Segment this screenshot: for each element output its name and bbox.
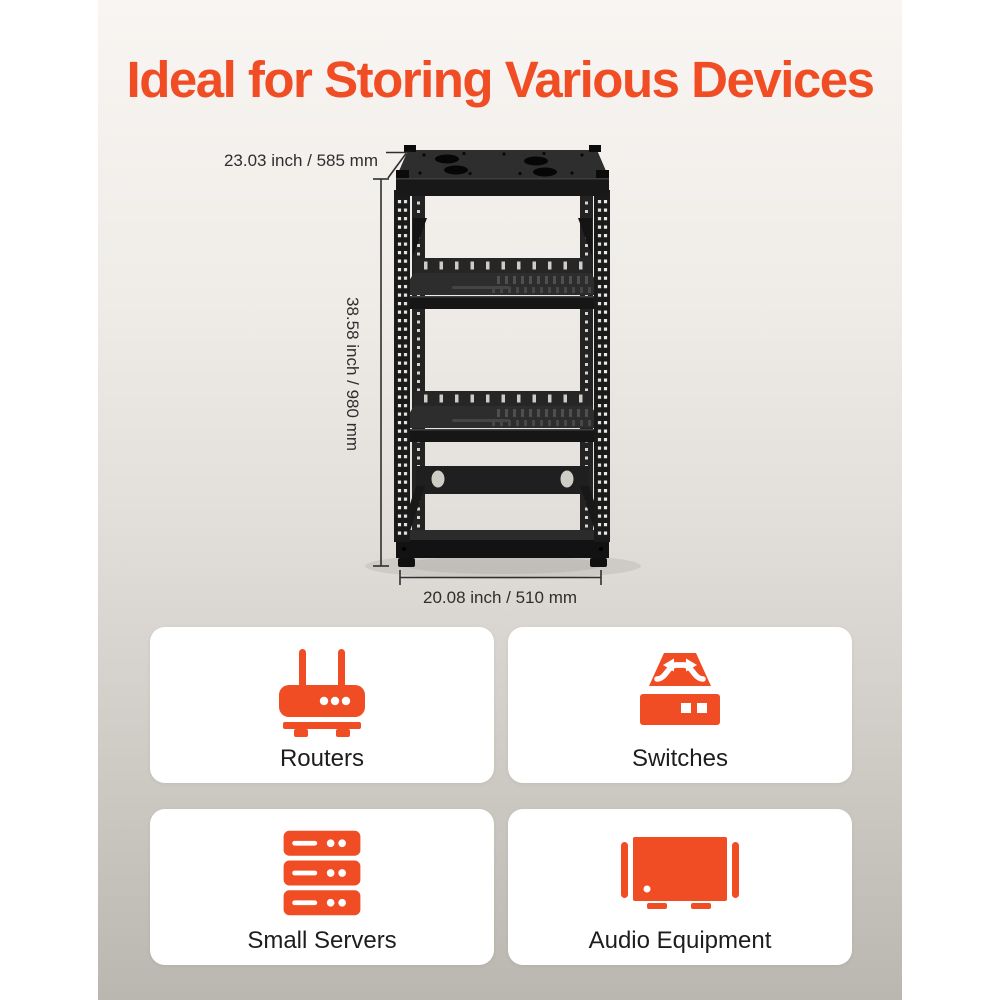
card-label: Switches [631, 745, 729, 772]
dimension-label-height: 38.58 inch / 980 mm [343, 296, 362, 452]
device-card-grid: Routers Switches [150, 627, 852, 965]
router-icon [272, 643, 372, 739]
card-label: Small Servers [247, 927, 397, 954]
rack-shadow [365, 553, 641, 579]
dimension-line-base-width [399, 570, 602, 585]
amplifier-icon [615, 825, 745, 921]
rack-top-panel [396, 145, 609, 196]
server-stack-icon [274, 825, 370, 921]
card-routers: Routers [150, 627, 494, 783]
dimension-label-top-width: 23.03 inch / 585 mm [223, 151, 378, 170]
rack-shelf-lower [399, 391, 607, 442]
card-small-servers: Small Servers [150, 809, 494, 965]
card-label: Audio Equipment [588, 927, 772, 954]
dimension-leader-top-width [386, 151, 410, 179]
card-audio-equipment: Audio Equipment [508, 809, 852, 965]
rack-bottom-frame [396, 466, 609, 567]
rack-shelf-upper [399, 258, 607, 309]
network-switch-icon [630, 643, 730, 739]
card-label: Routers [279, 745, 365, 772]
dimension-label-base-width: 20.08 inch / 510 mm [422, 588, 578, 607]
rack-front-posts [394, 190, 610, 542]
dimension-line-height [373, 178, 389, 567]
page-title: Ideal for Storing Various Devices [126, 51, 875, 108]
dimension-lines [373, 151, 602, 585]
card-switches: Switches [508, 627, 852, 783]
